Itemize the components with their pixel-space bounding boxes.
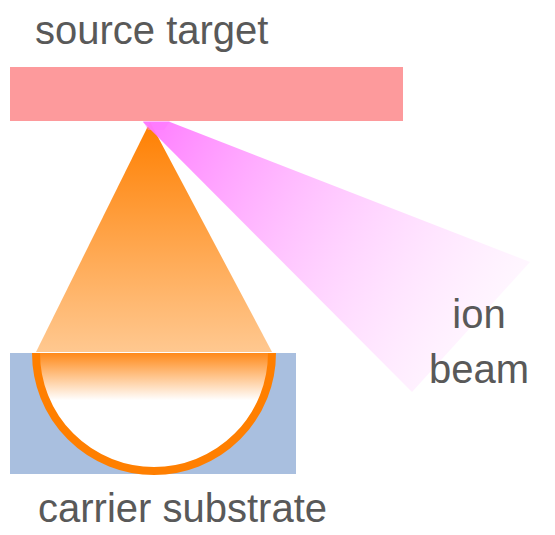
beam-spot xyxy=(143,121,170,130)
part-label: carrier substrate xyxy=(38,488,327,528)
box-fill xyxy=(10,67,403,121)
ion-beam xyxy=(143,122,530,392)
beam-label: ion beam xyxy=(405,287,553,397)
deposited-film xyxy=(36,353,272,471)
part-label: source target xyxy=(35,10,268,50)
substrate-bowl xyxy=(36,353,272,471)
target-plate: source target xyxy=(10,0,403,121)
